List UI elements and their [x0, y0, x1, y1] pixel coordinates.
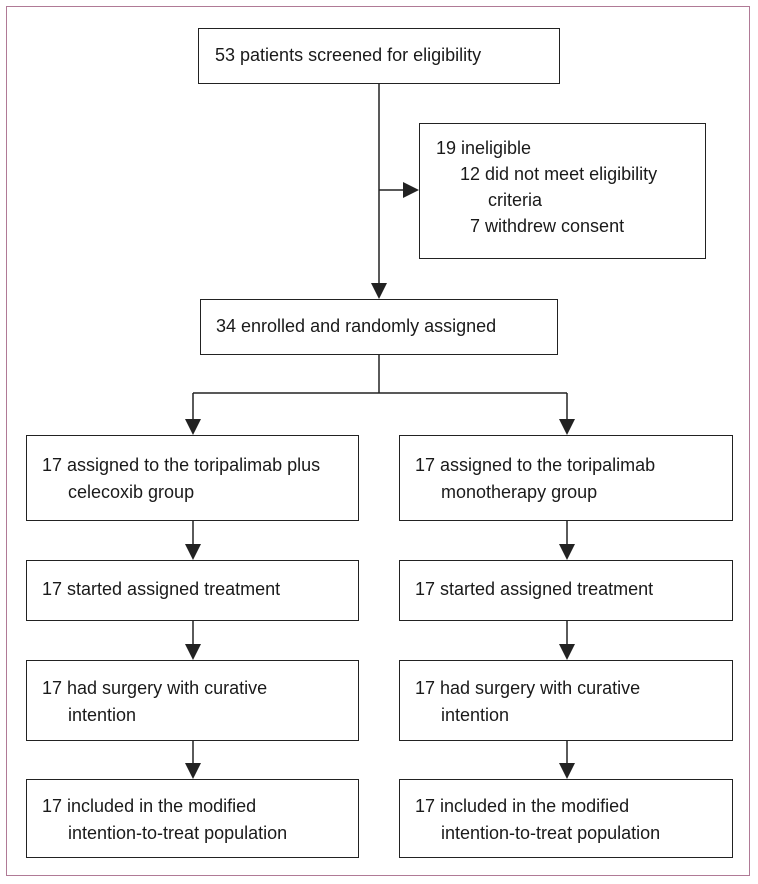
- enrolled-text: 34 enrolled and randomly assigned: [216, 316, 497, 336]
- left-included-text-1: 17 included in the modified: [42, 796, 257, 816]
- right-surgery-box: 17 had surgery with curative intention: [399, 660, 733, 741]
- arrowhead-enrolled: [371, 283, 387, 299]
- ineligible-box: 19 ineligible 12 did not meet eligibilit…: [419, 123, 706, 259]
- ineligible-reason-criteria: 12 did not meet eligibility: [460, 164, 658, 184]
- arrowhead-ineligible: [403, 182, 419, 198]
- left-started-text: 17 started assigned treatment: [42, 579, 281, 599]
- right-started-box: 17 started assigned treatment: [399, 560, 733, 621]
- ineligible-total: 19 ineligible: [436, 138, 532, 158]
- arrowhead-left-assigned: [185, 419, 201, 435]
- left-surgery-text-2: intention: [68, 705, 137, 725]
- ineligible-reason-consent: 7 withdrew consent: [470, 216, 625, 236]
- arrowhead-right-assigned: [559, 419, 575, 435]
- right-assigned-text-1: 17 assigned to the toripalimab: [415, 455, 656, 475]
- right-included-text-2: intention-to-treat population: [441, 823, 661, 843]
- arrowhead-left-included: [185, 763, 201, 779]
- left-assigned-text-1: 17 assigned to the toripalimab plus: [42, 455, 321, 475]
- left-surgery-box: 17 had surgery with curative intention: [26, 660, 359, 741]
- screened-box: 53 patients screened for eligibility: [198, 28, 560, 84]
- ineligible-reason-criteria-cont: criteria: [488, 190, 543, 210]
- right-assigned-box: 17 assigned to the toripalimab monothera…: [399, 435, 733, 521]
- arrowhead-right-included: [559, 763, 575, 779]
- arrowhead-left-started: [185, 544, 201, 560]
- enrolled-box: 34 enrolled and randomly assigned: [200, 299, 558, 355]
- screened-text: 53 patients screened for eligibility: [215, 45, 482, 65]
- left-included-text-2: intention-to-treat population: [68, 823, 288, 843]
- right-surgery-text-1: 17 had surgery with curative: [415, 678, 641, 698]
- left-included-box: 17 included in the modified intention-to…: [26, 779, 359, 858]
- left-surgery-text-1: 17 had surgery with curative: [42, 678, 268, 698]
- arrowhead-right-started: [559, 544, 575, 560]
- left-assigned-box: 17 assigned to the toripalimab plus cele…: [26, 435, 359, 521]
- left-started-box: 17 started assigned treatment: [26, 560, 359, 621]
- figure-frame: [6, 6, 750, 876]
- right-started-text: 17 started assigned treatment: [415, 579, 654, 599]
- arrowhead-right-surgery: [559, 644, 575, 660]
- left-assigned-text-2: celecoxib group: [68, 482, 195, 502]
- right-included-text-1: 17 included in the modified: [415, 796, 630, 816]
- right-surgery-text-2: intention: [441, 705, 510, 725]
- arrowhead-left-surgery: [185, 644, 201, 660]
- right-included-box: 17 included in the modified intention-to…: [399, 779, 733, 858]
- right-assigned-text-2: monotherapy group: [441, 482, 598, 502]
